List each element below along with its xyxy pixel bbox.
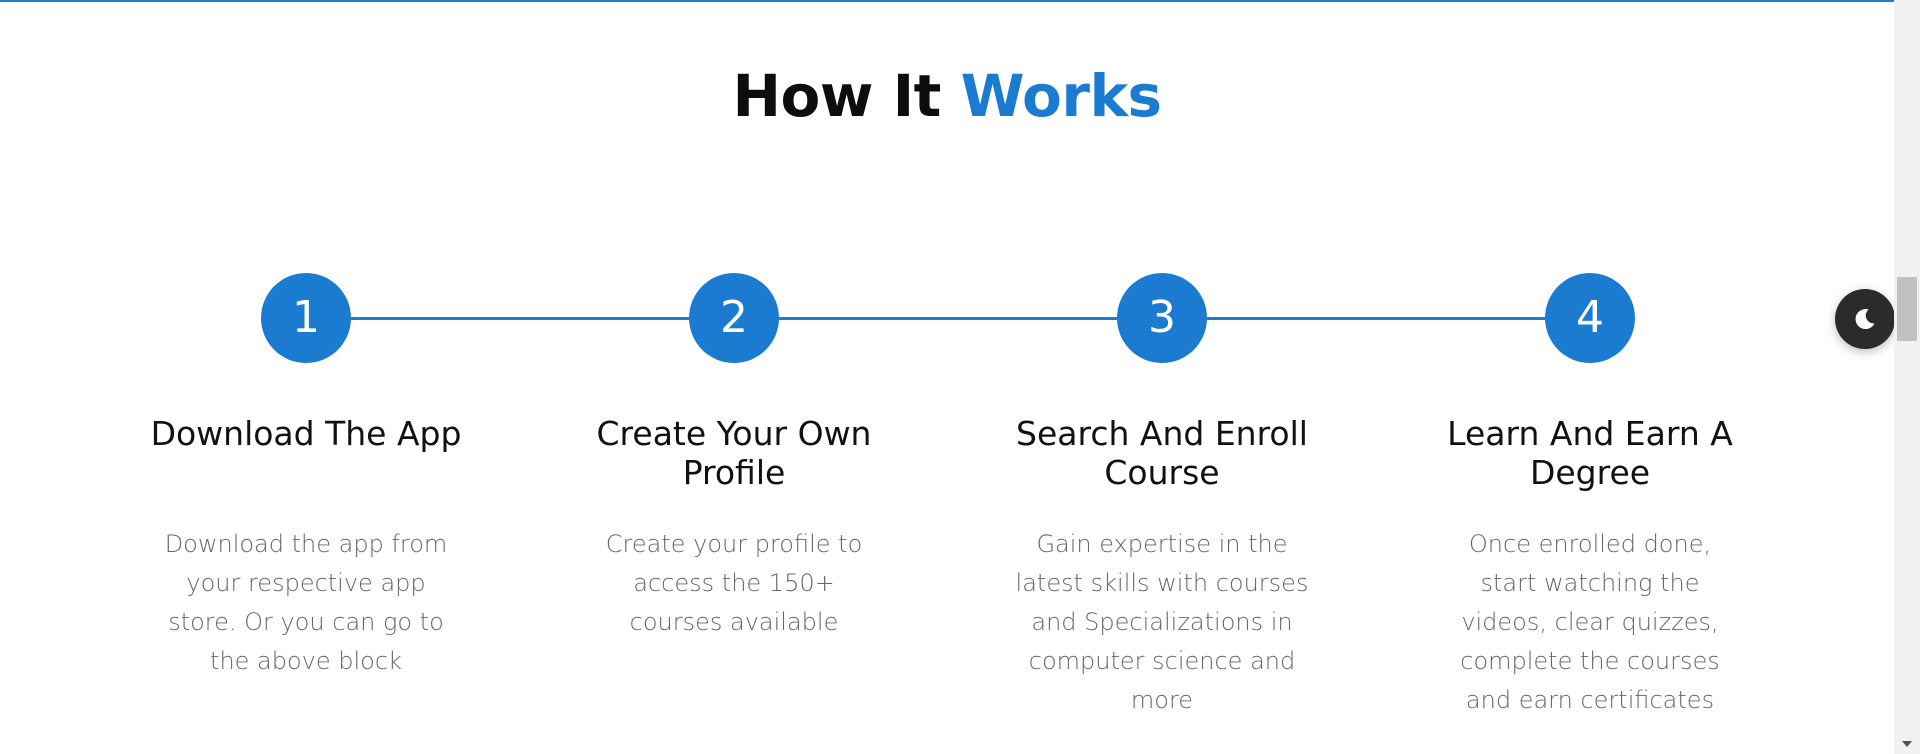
scrollbar-thumb[interactable] bbox=[1897, 277, 1917, 341]
step-connector-3-4 bbox=[1207, 317, 1545, 320]
step-number-badge-2: 2 bbox=[689, 273, 779, 363]
step-description-3: Gain expertise in the latest skills with… bbox=[1015, 530, 1309, 714]
step-description-1: Download the app from your respective ap… bbox=[164, 530, 448, 675]
title-main: How It bbox=[732, 62, 941, 130]
step-title-3: Search And Enroll Course bbox=[1016, 414, 1308, 492]
step-number-badge-4: 4 bbox=[1545, 273, 1635, 363]
header-bottom-border bbox=[0, 0, 1894, 2]
step-title-4: Learn And Earn A Degree bbox=[1447, 414, 1733, 492]
title-accent: Works bbox=[960, 62, 1162, 130]
dark-mode-toggle-button[interactable] bbox=[1835, 289, 1895, 349]
step-connector-1-2 bbox=[351, 317, 689, 320]
scroll-down-arrow-icon[interactable] bbox=[1902, 741, 1912, 747]
step-number-badge-1: 1 bbox=[261, 273, 351, 363]
scrollbar-track[interactable] bbox=[1894, 0, 1920, 754]
step-number-badge-3: 3 bbox=[1117, 273, 1207, 363]
step-connector-2-3 bbox=[779, 317, 1117, 320]
step-description-4: Once enrolled done, start watching the v… bbox=[1460, 530, 1720, 714]
step-title-1: Download The App bbox=[150, 414, 462, 453]
step-title-2: Create Your Own Profile bbox=[596, 414, 872, 492]
step-description-2: Create your profile to access the 150+ c… bbox=[605, 530, 863, 636]
section-title: How It Works bbox=[0, 62, 1894, 130]
moon-icon bbox=[1855, 309, 1875, 330]
